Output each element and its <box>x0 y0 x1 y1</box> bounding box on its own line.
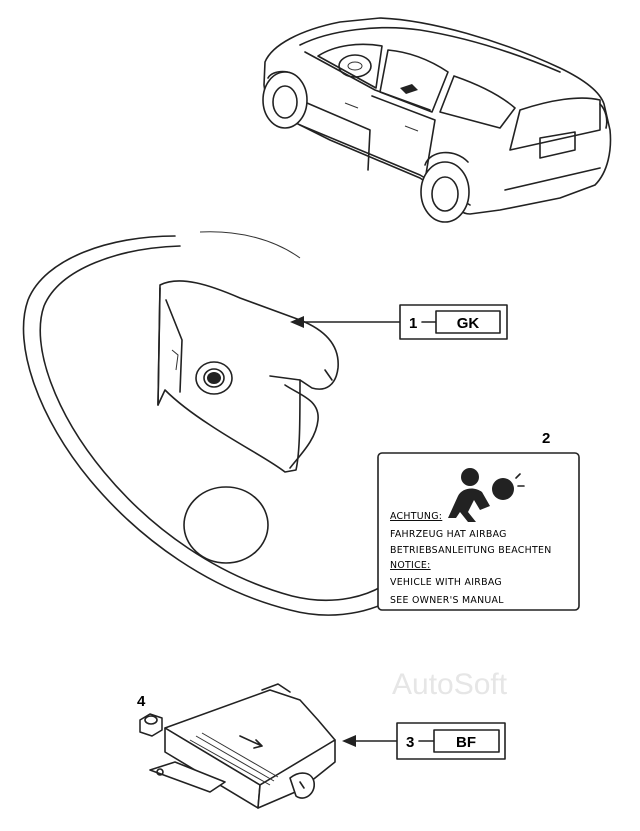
nut-part: 4 <box>137 693 163 737</box>
label-part-number: 2 <box>542 430 550 447</box>
label-line-fahrzeug: FAHRZEUG HAT AIRBAG <box>390 529 507 540</box>
callout-1-arrow <box>290 316 401 328</box>
label-line-manual: SEE OWNER'S MANUAL <box>390 595 504 606</box>
label-line-betriebsanleitung: BETRIEBSANLEITUNG BEACHTEN <box>390 545 552 556</box>
label-line-achtung: ACHTUNG: <box>390 511 442 522</box>
callout-1-code: GK <box>457 315 480 332</box>
callout-box-1: 1 GK <box>399 304 508 340</box>
steering-wheel-illustration <box>22 231 411 616</box>
callout-3-arrow <box>342 735 398 747</box>
airbag-control-unit-illustration <box>149 683 336 809</box>
nut-part-number: 4 <box>137 693 146 710</box>
car-illustration <box>262 17 612 223</box>
label-line-vehicle: VEHICLE WITH AIRBAG <box>390 577 502 588</box>
watermark-text: AutoSoft <box>392 668 508 701</box>
callout-3-code: BF <box>456 734 476 751</box>
callout-1-number: 1 <box>409 315 417 332</box>
callout-box-3: 3 BF <box>396 722 506 760</box>
airbag-person-icon <box>448 468 525 522</box>
warning-label-part: 2 ACHTUNG: FAHRZEUG HAT AIRBAG BETRIEBSA… <box>377 430 580 611</box>
callout-3-number: 3 <box>406 734 414 751</box>
label-line-notice: NOTICE: <box>390 560 431 571</box>
